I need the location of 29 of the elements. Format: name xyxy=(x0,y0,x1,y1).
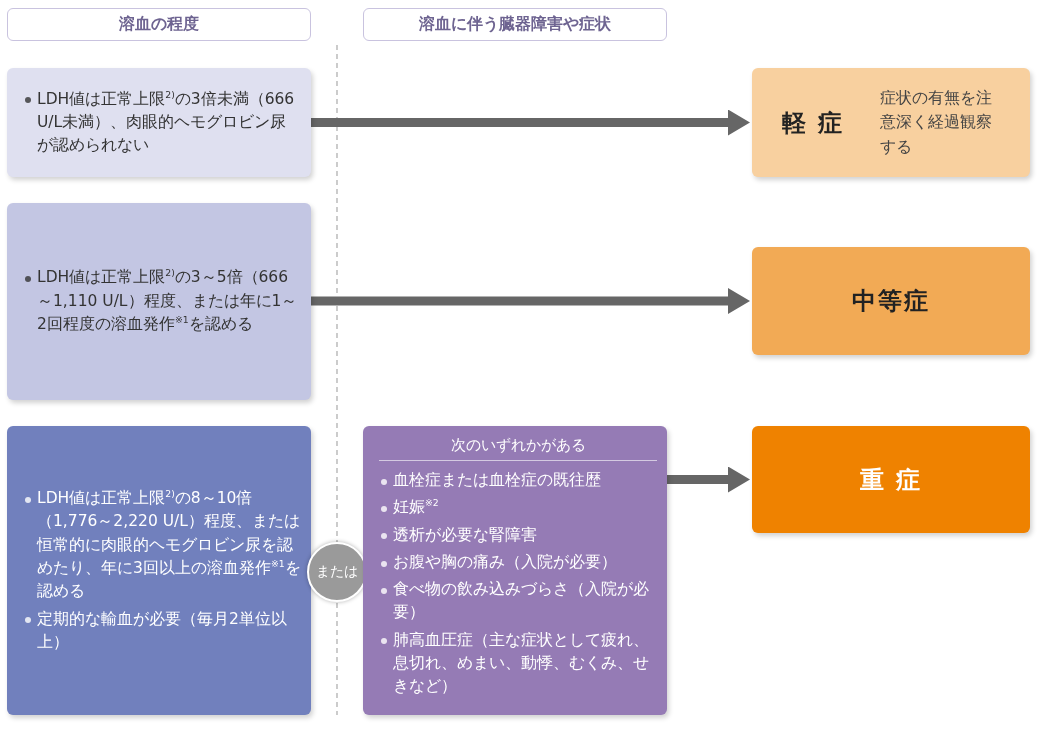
criteria-box xyxy=(7,68,311,177)
arrow xyxy=(667,466,750,493)
severity-note: 症状の有無を注意深く経過観察する xyxy=(880,88,994,158)
bullet-text: 妊娠$^{※2}$ xyxy=(379,496,657,520)
severity-label: 中等症 xyxy=(852,286,930,317)
bullet-text: 定期的な輸血が必要（毎月2単位以上） xyxy=(23,607,301,655)
severity-box xyxy=(752,426,1030,533)
arrow xyxy=(311,288,750,314)
severity-label: 重 症 xyxy=(859,464,923,496)
column-header: 溶血の程度 xyxy=(119,14,199,35)
column-header: 溶血に伴う臓器障害や症状 xyxy=(419,14,611,35)
bullet-text: 肺高血圧症（主な症状として疲れ、息切れ、めまい、動悸、むくみ、せきなど） xyxy=(379,628,657,699)
criteria-box xyxy=(7,426,311,715)
criteria-box xyxy=(363,426,667,715)
column-header-tab xyxy=(7,8,311,41)
arrow xyxy=(311,109,750,136)
bullet-text: お腹や胸の痛み（入院が必要） xyxy=(379,550,657,575)
bullet-text: LDH値は正常上限$^{2)}$の8～10倍（1,776～2,220 U/L）程度、または恒常的に肉眼的ヘモグロビン尿を認めたり、年に3回以上の溶血発作$^{※1}$を認める xyxy=(23,486,301,604)
bullet-text: 透析が必要な腎障害 xyxy=(379,523,657,547)
severity-box xyxy=(752,68,1030,177)
bullet-text: 食べ物の飲み込みづらさ（入院が必要） xyxy=(379,578,657,625)
criteria-box xyxy=(7,203,311,400)
box-heading: 次のいずれかがある xyxy=(379,436,657,461)
bullet-text: LDH値は正常上限$^{2)}$の3倍未満（666 U/L未満）、肉眼的ヘモグロビン尿が認められない xyxy=(23,87,301,158)
column-header-tab xyxy=(363,8,667,41)
bullet-text: LDH値は正常上限$^{2)}$の3～5倍（666～1,110 U/L）程度、または年に1～2回程度の溶血発作$^{※1}$を認める xyxy=(23,266,301,337)
bullet-text: 血栓症または血栓症の既往歴 xyxy=(379,469,657,493)
severity-box xyxy=(752,247,1030,355)
severity-label: 軽 症 xyxy=(781,107,845,139)
